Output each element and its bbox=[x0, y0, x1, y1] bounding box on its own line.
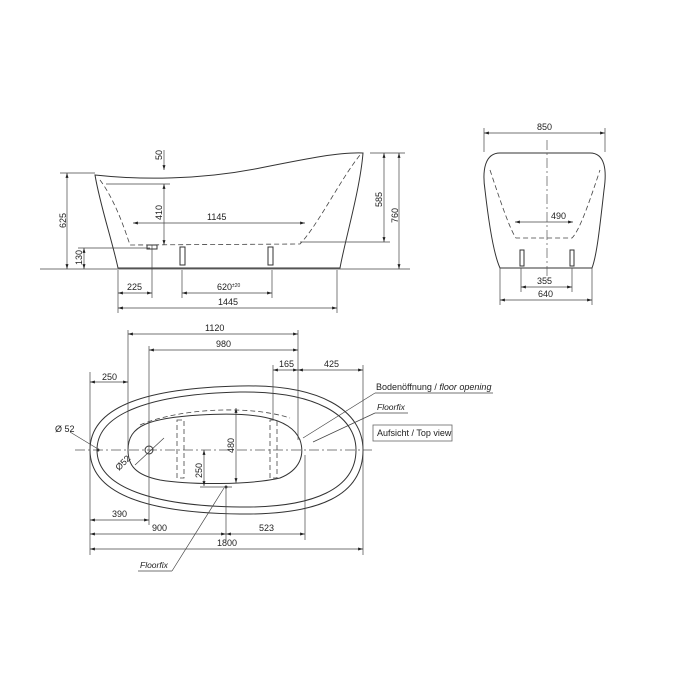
dim-850: 850 bbox=[537, 122, 552, 132]
dim-diameter-52-drain: Ø52 bbox=[113, 453, 132, 472]
dim-250-inner: 250 bbox=[194, 463, 204, 478]
dim-425: 425 bbox=[324, 359, 339, 369]
front-tub-outline bbox=[483, 152, 606, 269]
dim-165: 165 bbox=[279, 359, 294, 369]
dim-523: 523 bbox=[259, 523, 274, 533]
top-feet bbox=[176, 419, 278, 479]
view-title: Aufsicht / Top view bbox=[377, 428, 452, 438]
floorfix-label-bottom: Floorfix bbox=[140, 560, 169, 570]
dim-585: 585 bbox=[374, 192, 384, 207]
dim-1445: 1445 bbox=[218, 297, 238, 307]
tub-feet bbox=[146, 244, 274, 266]
dim-900: 900 bbox=[152, 523, 167, 533]
view-title-box bbox=[372, 424, 453, 442]
dim-355: 355 bbox=[537, 276, 552, 286]
dim-250-top: 250 bbox=[102, 372, 117, 382]
dim-50: 50 bbox=[154, 150, 164, 160]
dim-490: 490 bbox=[551, 211, 566, 221]
dim-620: 620±20 bbox=[217, 282, 241, 292]
side-tub-outline bbox=[94, 152, 364, 269]
dim-980: 980 bbox=[216, 339, 231, 349]
dim-1120: 1120 bbox=[205, 323, 224, 333]
dim-225: 225 bbox=[127, 282, 142, 292]
dim-1145: 1145 bbox=[207, 212, 226, 222]
dim-1800: 1800 bbox=[217, 538, 237, 548]
dim-130: 130 bbox=[74, 250, 84, 265]
dim-760: 760 bbox=[390, 208, 400, 223]
dim-410: 410 bbox=[154, 205, 164, 220]
dim-625: 625 bbox=[58, 213, 68, 228]
floor-opening-label: Bodenöffnung / floor opening bbox=[376, 382, 491, 392]
dim-480: 480 bbox=[226, 438, 236, 453]
front-view: 850 490 355 640 bbox=[483, 122, 606, 305]
side-inner-basin bbox=[99, 154, 361, 246]
side-view: 625 130 50 410 1145 585 760 225 620±20 1… bbox=[40, 150, 410, 313]
top-inner-basin bbox=[127, 413, 303, 485]
floorfix-label-right: Floorfix bbox=[377, 402, 406, 412]
dim-diameter-52-outer: Ø 52 bbox=[55, 424, 75, 434]
top-view: 1120 980 250 165 425 480 250 390 900 523… bbox=[55, 323, 493, 572]
dim-390: 390 bbox=[112, 509, 127, 519]
dim-640: 640 bbox=[538, 289, 553, 299]
